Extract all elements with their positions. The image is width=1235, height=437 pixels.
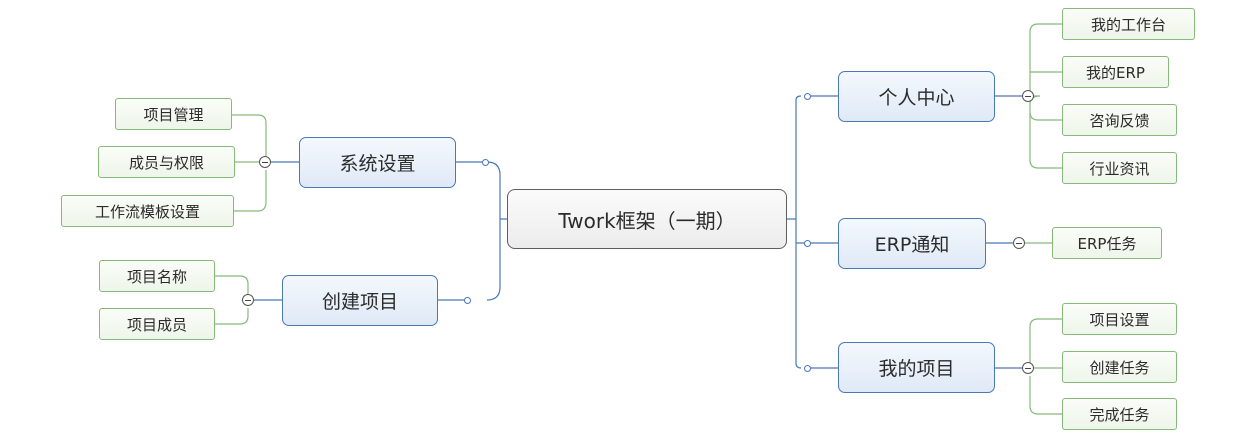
branch-my-projects[interactable]: 我的项目 (838, 342, 995, 393)
collapse-toggle-icon[interactable] (1013, 237, 1025, 249)
connector-root-left (486, 161, 507, 301)
connector-root-right (787, 95, 808, 369)
connector-dot (482, 159, 489, 166)
leaf-complete-task[interactable]: 完成任务 (1062, 398, 1177, 430)
branch-system-settings[interactable]: 系统设置 (299, 137, 456, 188)
connector-dot (804, 365, 811, 372)
connector-leaves-personal (1029, 23, 1062, 169)
connector-dot (804, 93, 811, 100)
collapse-toggle-icon[interactable] (242, 294, 254, 306)
connector-dot (804, 240, 811, 247)
connector-right-ticks (808, 95, 838, 369)
leaf-my-erp[interactable]: 我的ERP (1062, 56, 1169, 88)
branch-erp-notice[interactable]: ERP通知 (838, 218, 986, 269)
leaf-feedback[interactable]: 咨询反馈 (1062, 104, 1177, 136)
connector-leaves-myprojects (1029, 318, 1062, 415)
leaf-erp-task[interactable]: ERP任务 (1052, 227, 1162, 259)
root-topic[interactable]: Twork框架（一期） (507, 189, 787, 249)
leaf-project-members[interactable]: 项目成员 (99, 308, 215, 340)
collapse-toggle-icon[interactable] (259, 156, 271, 168)
collapse-toggle-icon[interactable] (1022, 362, 1034, 374)
branch-personal-center[interactable]: 个人中心 (838, 71, 995, 122)
leaf-project-name[interactable]: 项目名称 (99, 260, 215, 292)
leaf-industry-news[interactable]: 行业资讯 (1062, 152, 1177, 184)
leaf-workflow-template-settings[interactable]: 工作流模板设置 (61, 195, 234, 227)
connector-left-ticks (438, 161, 485, 301)
leaf-my-workbench[interactable]: 我的工作台 (1062, 8, 1195, 40)
branch-create-project[interactable]: 创建项目 (282, 275, 438, 326)
leaf-create-task[interactable]: 创建任务 (1062, 351, 1177, 383)
connector-dot (464, 297, 471, 304)
leaf-project-management[interactable]: 项目管理 (115, 98, 232, 130)
leaf-members-permissions[interactable]: 成员与权限 (98, 146, 235, 178)
leaf-project-settings[interactable]: 项目设置 (1062, 303, 1177, 335)
collapse-toggle-icon[interactable] (1022, 90, 1034, 102)
